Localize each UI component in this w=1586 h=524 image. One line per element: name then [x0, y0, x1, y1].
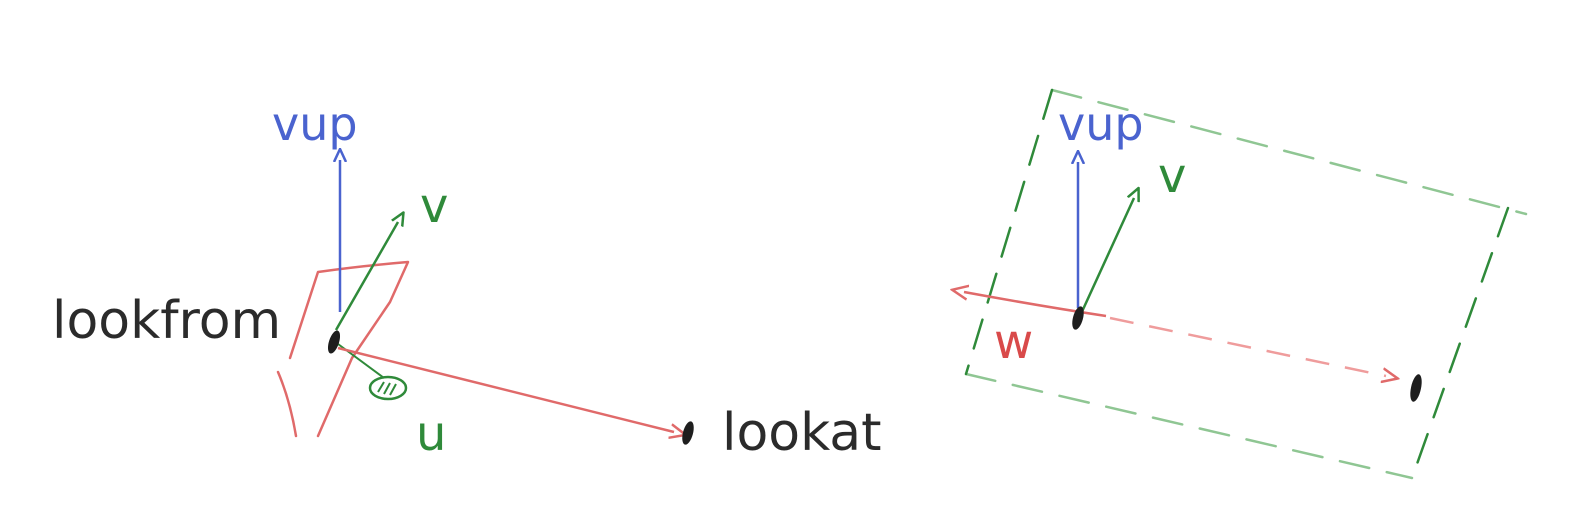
right-w-arrow [964, 292, 1107, 318]
right-v-arrow [1078, 198, 1134, 317]
left-v-arrow [334, 222, 398, 331]
left-vup-label: vup [272, 97, 358, 151]
lookfrom-point [327, 330, 341, 354]
right-view-direction-dashed [1109, 316, 1386, 376]
left-image-plane-edge [276, 370, 298, 438]
left-v-label: v [420, 178, 448, 234]
right-vup-label: vup [1058, 97, 1144, 151]
lookfrom-label: lookfrom [52, 291, 281, 351]
left-image-plane [288, 260, 410, 438]
lookat-label: lookat [722, 403, 882, 463]
right-lookfrom-point [1072, 306, 1084, 330]
lookat-point [682, 421, 694, 445]
right-v-label: v [1158, 148, 1186, 204]
left-diagram: lookfrom lookat vup v u [52, 97, 882, 463]
right-image-plane-dark-dashes [964, 88, 1510, 480]
right-lookat-point [1410, 374, 1422, 402]
right-w-label: w [994, 314, 1033, 370]
right-image-plane-light-dashes [964, 88, 1528, 480]
left-u-scribble [368, 375, 408, 401]
left-view-direction-arrow [337, 346, 674, 432]
right-diagram: vup v w [964, 88, 1528, 480]
left-u-label: u [416, 406, 446, 462]
